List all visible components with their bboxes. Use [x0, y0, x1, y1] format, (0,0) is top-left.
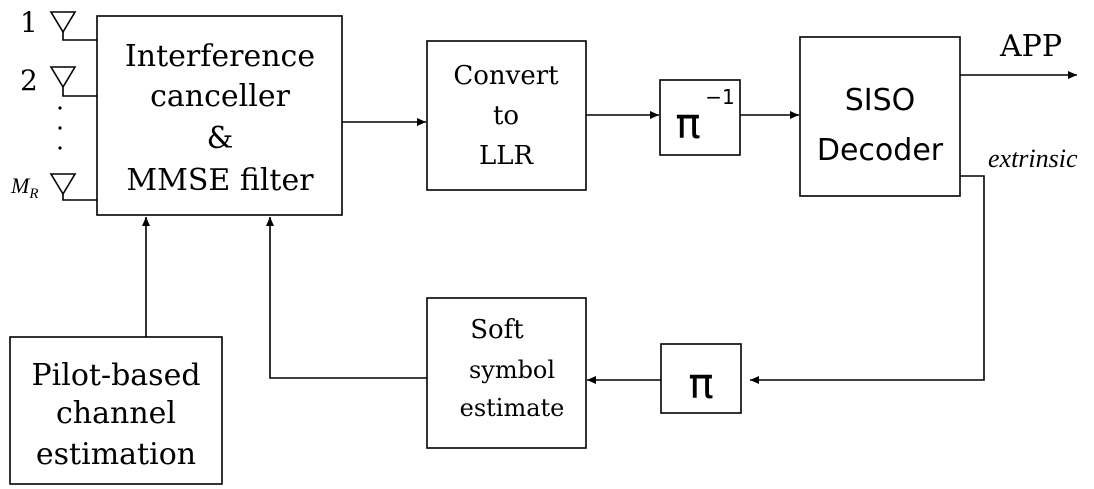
antenna-mr-label-base: M — [10, 173, 31, 198]
soft-symbol-estimate-block: Soft symbol estimate — [426, 297, 587, 449]
antenna-1-icon — [49, 11, 77, 34]
extrinsic-label: extrinsic — [988, 144, 1078, 173]
antenna-mr-feed — [62, 194, 97, 201]
antenna-2-label: 2 — [20, 64, 38, 97]
soft-line-1: Soft — [470, 315, 524, 345]
antenna-2-feed — [62, 87, 97, 97]
interference-line-2: canceller — [150, 79, 291, 114]
interference-line-4: MMSE filter — [126, 163, 314, 198]
app-output-label: APP — [999, 29, 1062, 64]
antenna-mr-label-sub: R — [28, 186, 38, 202]
antenna-1-label: 1 — [20, 6, 38, 39]
antenna-mr-icon — [49, 173, 77, 196]
deinterleaver-block: π −1 — [659, 79, 741, 156]
feedback-wire-extrinsic — [750, 175, 985, 384]
convert-to-llr-block: Convert to LLR — [426, 40, 587, 191]
soft-line-2: symbol — [469, 356, 555, 384]
convert-line-3: LLR — [479, 141, 535, 171]
antenna-mr: MR — [10, 173, 97, 202]
convert-line-2: to — [493, 101, 519, 131]
pilot-line-1: Pilot-based — [31, 358, 200, 393]
interleaver-symbol: π — [688, 359, 713, 408]
siso-decoder-block: SISO Decoder — [799, 36, 961, 197]
antenna-2-icon — [49, 66, 77, 89]
pilot-line-3: estimation — [36, 437, 196, 472]
pilot-channel-estimation-block: Pilot-based channel estimation — [9, 336, 223, 485]
deinterleaver-exponent: −1 — [705, 85, 734, 109]
siso-line-1: SISO — [845, 83, 916, 118]
feedback-wire-soft-symbols — [266, 217, 427, 379]
antenna-1-feed — [62, 32, 97, 41]
convert-line-1: Convert — [453, 61, 559, 91]
soft-line-3: estimate — [460, 394, 565, 422]
antenna-ellipsis — [58, 106, 62, 150]
antenna-mr-label: MR — [10, 173, 39, 202]
pilot-line-2: channel — [56, 396, 176, 431]
interleaver-block: π — [660, 343, 742, 414]
interference-canceller-block: Interference canceller & MMSE filter — [96, 15, 343, 216]
deinterleaver-symbol: π — [675, 99, 700, 148]
interference-line-3: & — [207, 121, 234, 156]
antenna-2: 2 — [20, 64, 97, 97]
interference-line-1: Interference — [125, 39, 315, 74]
siso-line-2: Decoder — [817, 133, 944, 168]
antenna-1: 1 — [20, 6, 97, 41]
